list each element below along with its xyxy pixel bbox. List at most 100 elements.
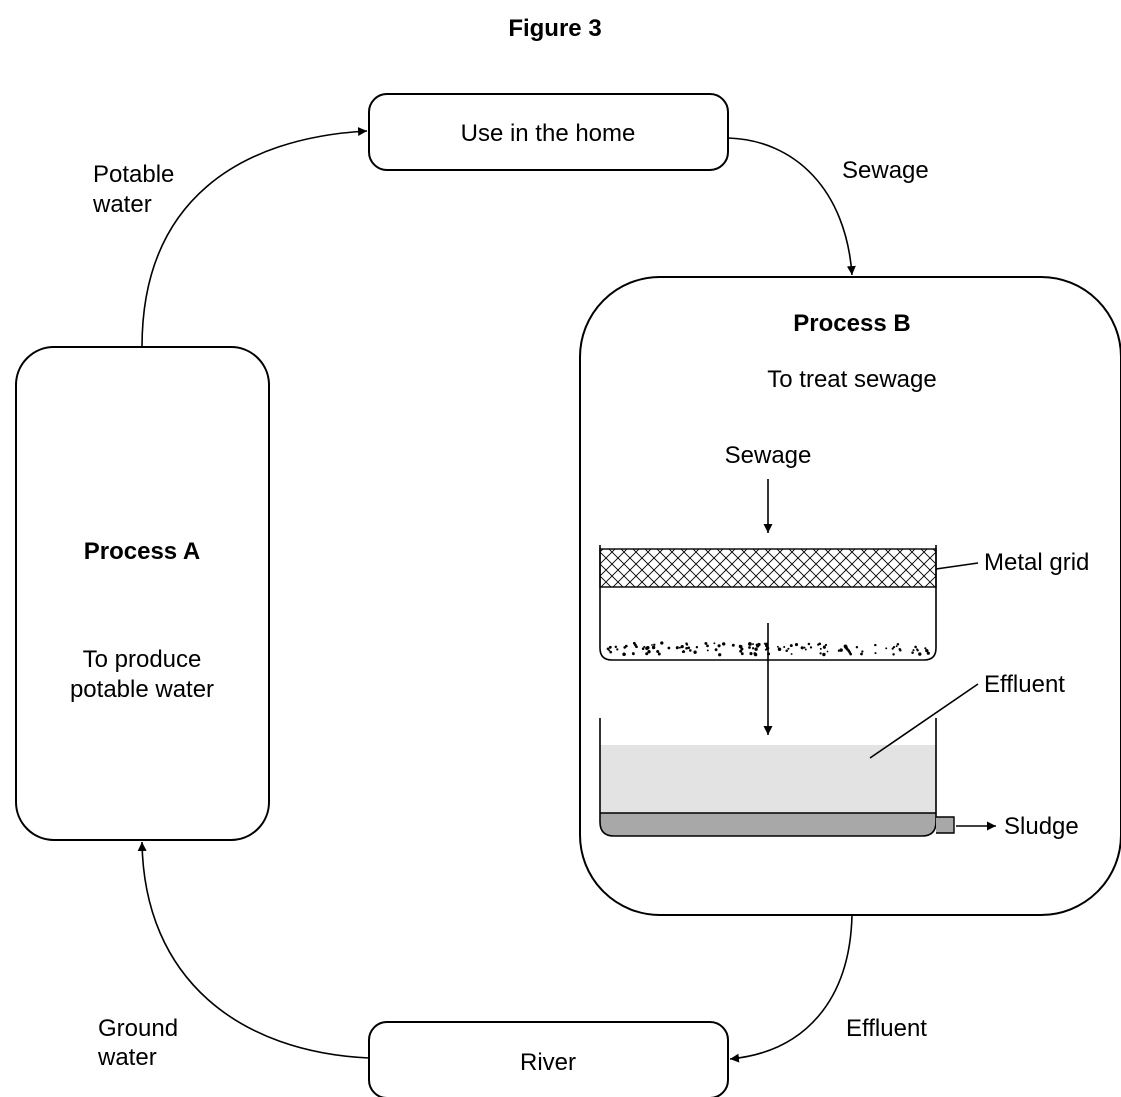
ground-water-label-line-2: water xyxy=(97,1044,157,1071)
grit-particle xyxy=(681,650,685,654)
metal-grid-label: Metal grid xyxy=(984,549,1089,576)
grit-particle xyxy=(657,652,661,656)
grit-particle xyxy=(804,648,807,651)
ground-water-arrow xyxy=(137,841,370,1059)
process-b-title: Process B xyxy=(793,310,910,337)
grit-particle xyxy=(817,643,820,646)
grit-particle xyxy=(790,653,793,655)
grit-particle xyxy=(785,649,788,653)
grit-particle xyxy=(912,649,915,652)
grit-particle xyxy=(653,643,656,646)
sewage-arrow-label: Sewage xyxy=(842,157,929,184)
river-label: River xyxy=(520,1049,576,1076)
grit-particle xyxy=(740,652,744,656)
grit-particle xyxy=(777,647,782,652)
grit-particle xyxy=(819,652,822,655)
grit-particle xyxy=(608,649,611,652)
grit-particle xyxy=(622,652,626,657)
grit-particle xyxy=(706,649,709,652)
grit-particle xyxy=(731,643,735,647)
grit-particle xyxy=(717,644,721,648)
ground-water-label-line-1: Ground xyxy=(98,1015,178,1042)
potable-water-arrow xyxy=(141,127,368,348)
grit-particle xyxy=(748,642,752,646)
grit-particle xyxy=(819,647,822,650)
grit-particle xyxy=(800,646,804,650)
sewage-arrow xyxy=(727,137,856,276)
grit-particle xyxy=(689,649,692,652)
grit-particle xyxy=(892,645,896,649)
grit-particle xyxy=(839,648,843,652)
grit-particles xyxy=(606,641,930,657)
grit-particle xyxy=(687,646,691,650)
grit-particle xyxy=(822,652,826,657)
sludge-layer xyxy=(600,813,936,836)
grit-particle xyxy=(609,650,613,654)
process-b-description: To treat sewage xyxy=(767,366,936,393)
effluent-liquid xyxy=(600,745,936,815)
grit-particle xyxy=(861,650,864,653)
process-a-description-line-2: potable water xyxy=(70,676,214,703)
grit-particle xyxy=(885,647,888,650)
grit-particle xyxy=(635,646,638,649)
grit-particle xyxy=(693,650,697,654)
grit-particle xyxy=(899,648,902,652)
grit-particle xyxy=(678,646,681,649)
grit-particle xyxy=(803,646,806,649)
grit-particle xyxy=(753,652,758,657)
grit-particle xyxy=(860,652,863,656)
grit-particle xyxy=(739,645,743,649)
grit-particle xyxy=(616,648,619,651)
grit-particle xyxy=(624,644,628,648)
grit-particle xyxy=(925,649,928,652)
potable-water-label-line-2: water xyxy=(92,191,152,218)
grit-particle xyxy=(789,644,793,648)
use-in-home-box: Use in the home xyxy=(368,93,729,171)
grit-particle xyxy=(656,649,660,654)
sewage-treatment-apparatus: Sewage Metal grid Effluent Sludge xyxy=(599,442,1089,840)
grit-particle xyxy=(651,644,653,646)
process-a-title: Process A xyxy=(84,538,201,565)
grit-particle xyxy=(704,641,708,645)
grit-particle xyxy=(714,648,718,652)
grit-particle xyxy=(822,645,826,649)
effluent-pointer xyxy=(869,683,979,759)
effluent-arrow-label: Effluent xyxy=(846,1015,927,1042)
grit-particle xyxy=(926,651,930,655)
grit-particle xyxy=(874,643,877,647)
use-in-home-label: Use in the home xyxy=(461,120,636,147)
potable-water-label-line-1: Potable xyxy=(93,161,174,188)
grit-particle xyxy=(685,643,689,646)
grit-particle xyxy=(918,652,922,656)
grit-particle xyxy=(826,650,829,653)
grit-particle xyxy=(614,645,618,649)
grit-particle xyxy=(660,641,664,645)
grit-particle xyxy=(874,652,877,655)
grit-particle xyxy=(647,650,651,654)
grit-particle xyxy=(824,643,828,647)
grit-particle xyxy=(892,653,895,656)
grit-particle xyxy=(855,645,859,649)
grit-particle xyxy=(787,647,790,650)
grit-particle xyxy=(645,652,649,656)
grit-particle xyxy=(896,643,900,646)
river-box: River xyxy=(368,1021,729,1097)
grit-particle xyxy=(749,652,753,656)
grit-particle xyxy=(754,647,758,651)
grit-particle xyxy=(646,646,650,650)
grit-particle xyxy=(807,642,811,646)
grit-particle xyxy=(667,646,671,650)
grit-particle xyxy=(911,651,914,654)
grit-particle xyxy=(606,647,610,651)
grit-particle xyxy=(751,647,755,650)
grit-particle xyxy=(739,649,743,653)
grit-particle xyxy=(891,647,894,650)
grit-particle xyxy=(722,642,726,646)
grit-particle xyxy=(632,652,635,656)
grit-particle xyxy=(608,645,612,649)
grit-particle xyxy=(794,643,799,647)
grit-particle xyxy=(809,646,813,649)
grit-particle xyxy=(685,646,688,650)
grit-particle xyxy=(756,644,760,648)
